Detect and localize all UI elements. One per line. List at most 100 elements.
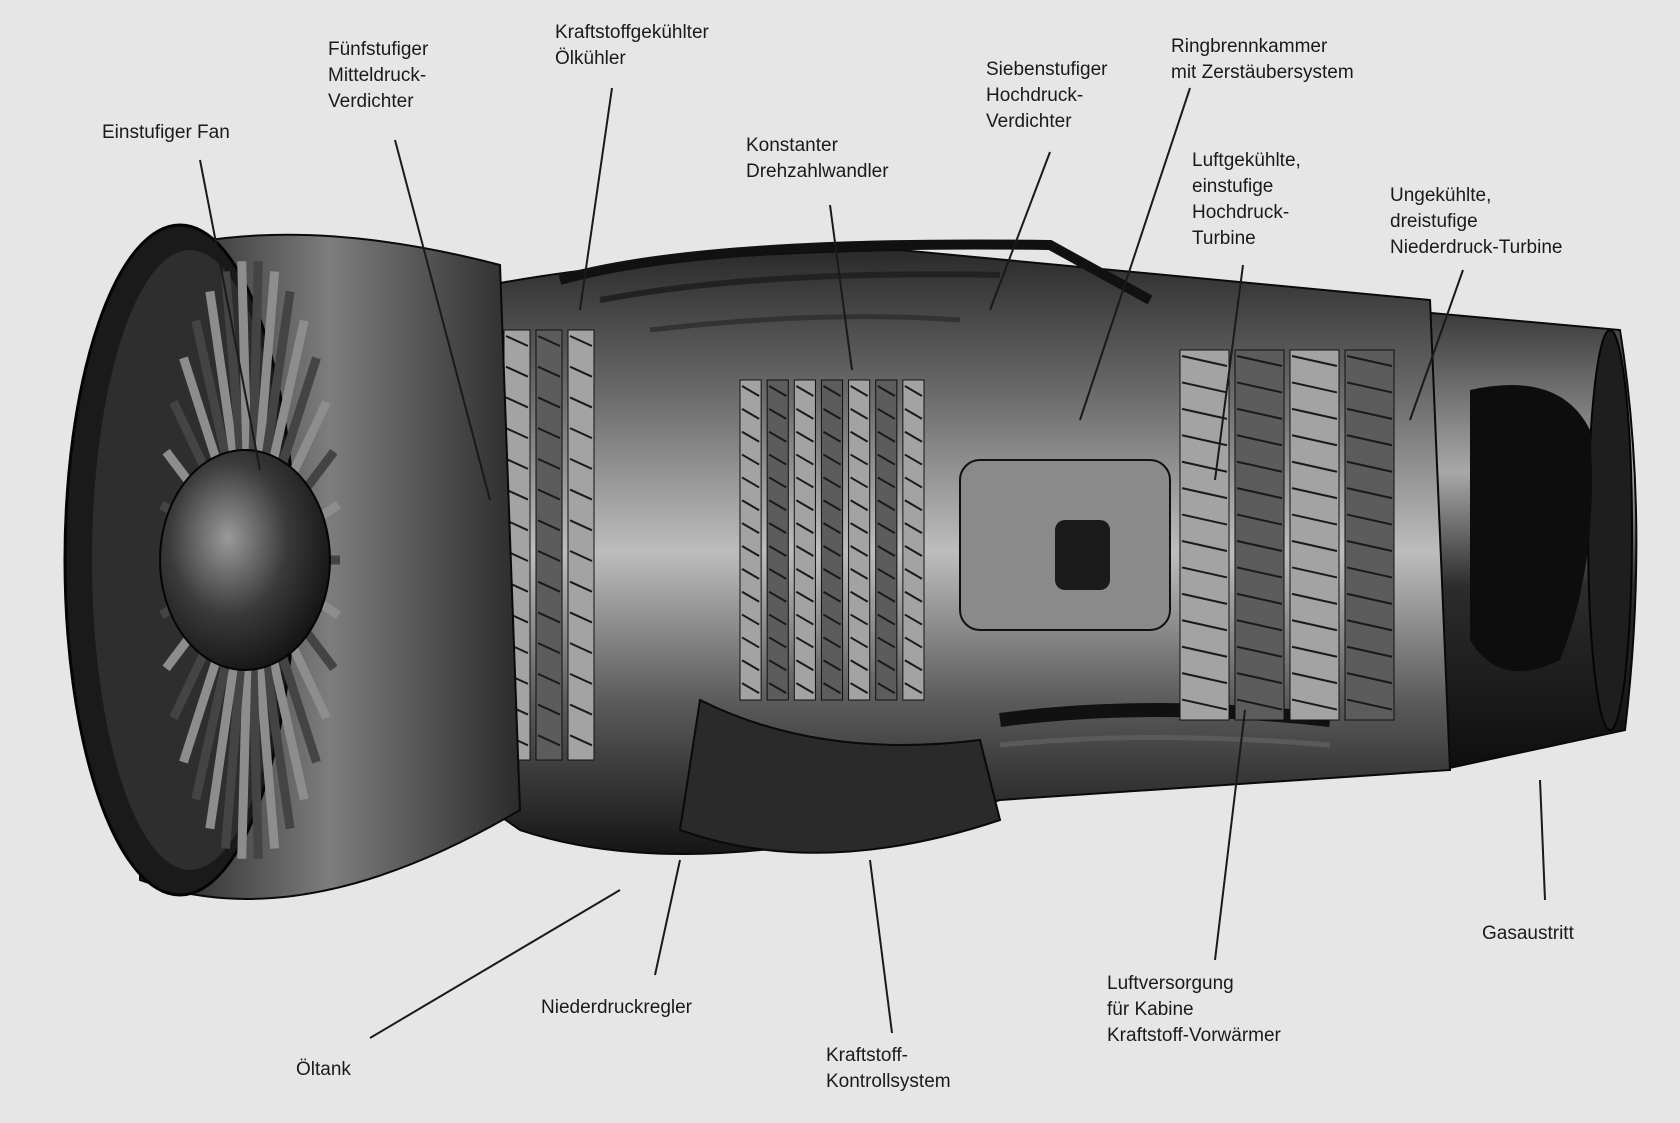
- blade: [768, 430, 787, 443]
- blade: [850, 430, 869, 443]
- blade: [1181, 566, 1228, 579]
- blade: [850, 682, 869, 695]
- blade: [569, 396, 593, 409]
- blade: [1291, 355, 1338, 367]
- fan-blade: [205, 290, 242, 476]
- blade: [1236, 513, 1283, 526]
- blade: [822, 659, 842, 672]
- label-line: einstufige: [1192, 176, 1274, 197]
- blade: [877, 613, 896, 626]
- blade-stage: [820, 379, 844, 701]
- blade: [569, 457, 593, 470]
- blade: [1236, 592, 1283, 605]
- label-niederdruck-turbine: Ungekühlte, dreistufige Niederdruck-Turb…: [1390, 183, 1562, 261]
- leader-gasaustritt: [1539, 779, 1546, 901]
- blade: [877, 636, 896, 649]
- blade: [877, 522, 896, 535]
- blade: [1291, 434, 1338, 447]
- blade: [537, 427, 561, 440]
- blade: [768, 682, 787, 695]
- fan-blade: [258, 644, 295, 830]
- blade: [1236, 672, 1283, 685]
- leader-hochdruckverd: [989, 151, 1051, 311]
- blade: [822, 545, 842, 557]
- blade: [1291, 487, 1338, 500]
- blade: [768, 407, 787, 420]
- label-line: Ungekühlte,: [1390, 185, 1492, 206]
- leader-fan: [199, 159, 261, 471]
- blade: [877, 545, 896, 557]
- spinner-hub: [159, 449, 331, 671]
- blade: [795, 659, 814, 672]
- blade: [795, 682, 814, 695]
- label-niederdruckregler: Niederdruckregler: [541, 995, 692, 1021]
- label-line: Siebenstufiger: [986, 59, 1108, 80]
- blade-stage: [535, 329, 563, 761]
- label-drehzahlwandler: Konstanter Drehzahlwandler: [746, 133, 889, 185]
- blade: [741, 590, 760, 603]
- leader-oelkuehler: [579, 87, 613, 311]
- blade-stage: [902, 379, 925, 701]
- blade: [768, 636, 787, 649]
- label-mitteldruck-verdichter: Fünfstufiger Mitteldruck- Verdichter: [328, 37, 428, 115]
- blade: [904, 590, 923, 603]
- blade: [850, 659, 869, 672]
- blade: [537, 396, 561, 409]
- label-kraftstoff-kontrollsystem: Kraftstoff- Kontrollsystem: [826, 1043, 951, 1095]
- blade: [1291, 460, 1338, 473]
- blade: [768, 659, 787, 672]
- blade: [822, 385, 842, 397]
- leader-niederdruckregler: [654, 859, 681, 976]
- blade: [537, 519, 561, 532]
- blade: [1291, 645, 1338, 658]
- blade: [850, 590, 869, 603]
- blade: [822, 590, 842, 603]
- blade: [537, 734, 561, 747]
- blade: [850, 613, 869, 626]
- label-line: Hochdruck-: [1192, 202, 1290, 223]
- label-line: Öltank: [296, 1059, 351, 1080]
- blade: [850, 567, 869, 580]
- blade-stages: [439, 329, 1395, 761]
- label-line: Kraftstoff-: [826, 1045, 909, 1066]
- leader-oeltank: [369, 889, 621, 1039]
- blade: [1346, 381, 1393, 394]
- blade: [850, 499, 869, 512]
- fan-blade: [237, 654, 252, 859]
- blade: [1181, 672, 1228, 685]
- label-line: Kraftstoff-Vorwärmer: [1107, 1025, 1281, 1046]
- blade: [1236, 619, 1283, 632]
- blade: [1291, 381, 1338, 394]
- blade: [795, 522, 814, 535]
- blade: [569, 365, 593, 378]
- label-line: Gasaustritt: [1482, 923, 1574, 944]
- blade: [768, 453, 787, 466]
- blade: [1181, 540, 1228, 552]
- label-ringbrennkammer: Ringbrennkammer mit Zerstäubersystem: [1171, 34, 1354, 86]
- blade: [850, 453, 869, 466]
- leader-ndturbine: [1409, 269, 1464, 421]
- blade: [505, 457, 529, 470]
- blade: [1291, 407, 1338, 420]
- blade: [904, 476, 923, 489]
- blade: [1291, 672, 1338, 685]
- blade: [537, 365, 561, 378]
- label-line: Einstufiger Fan: [102, 122, 230, 143]
- blade: [795, 613, 814, 626]
- blade: [741, 453, 760, 466]
- fan-blade: [258, 290, 295, 476]
- label-line: Hochdruck-: [986, 85, 1084, 106]
- blade: [795, 567, 814, 580]
- blade: [1346, 434, 1393, 447]
- blade: [904, 659, 923, 672]
- blade: [569, 642, 593, 655]
- blade: [569, 580, 593, 593]
- blade: [768, 567, 787, 580]
- label-luftversorgung: Luftversorgung für Kabine Kraftstoff-Vor…: [1107, 971, 1281, 1049]
- blade: [768, 545, 787, 557]
- blade: [505, 365, 529, 378]
- blade: [1291, 698, 1338, 711]
- blade: [1236, 566, 1283, 579]
- blade: [569, 427, 593, 440]
- blade-stage: [1234, 349, 1285, 721]
